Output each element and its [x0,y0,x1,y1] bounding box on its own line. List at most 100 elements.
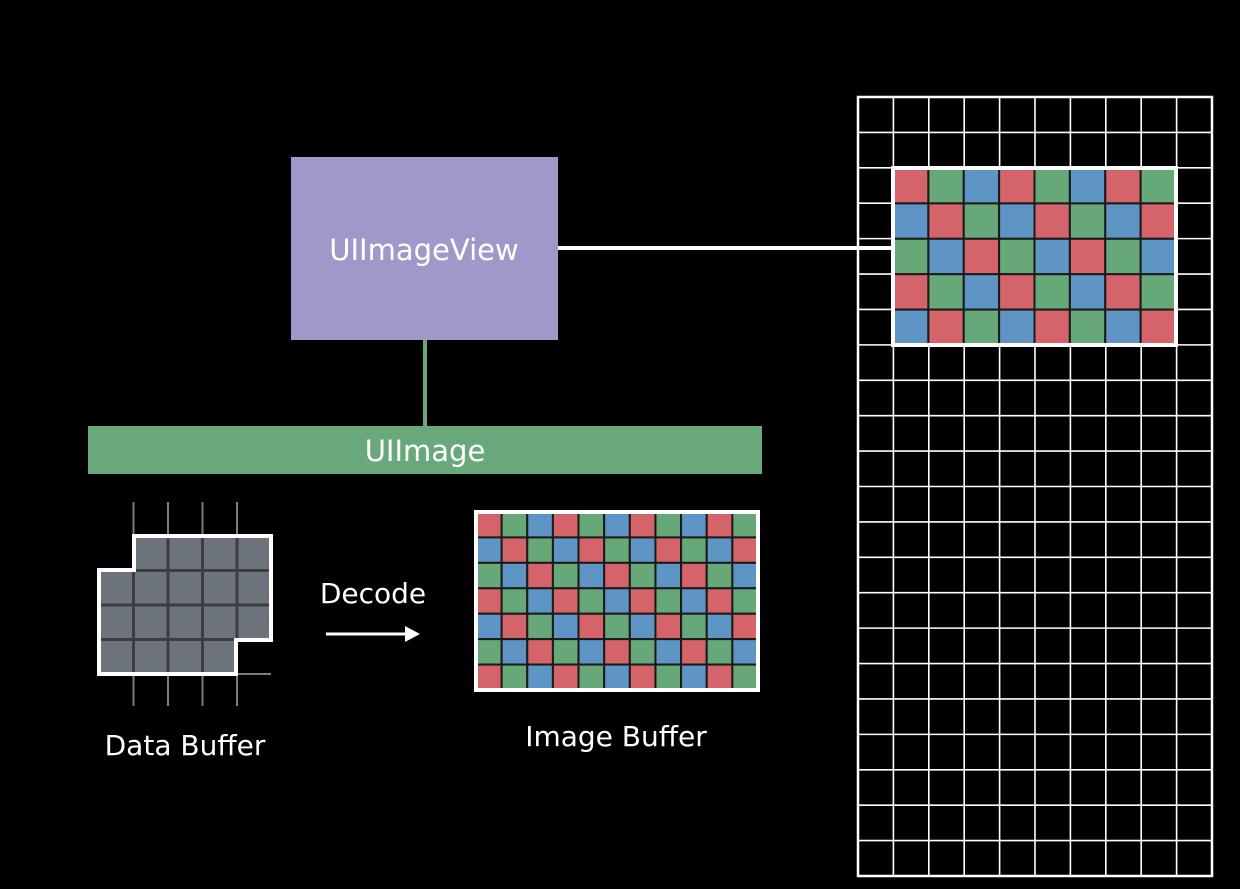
image-buffer-pixel [475,561,503,590]
image-buffer-pixel [551,561,580,590]
frame-buffer-image-pixel [927,273,965,311]
decode-arrow: Decode [320,577,426,642]
frame-buffer-image-pixel [1068,273,1107,311]
frame-buffer-image-pixel [1104,273,1142,311]
image-buffer-pixel [500,511,529,539]
image-buffer-pixel [628,663,657,691]
frame-buffer-border [856,95,1214,878]
image-buffer-pixel [526,561,554,590]
image-buffer-pixel [705,511,734,539]
uiimage-bar [88,426,762,474]
image-buffer-pixel [475,663,503,691]
image-buffer-pixel [603,638,631,666]
frame-buffer-image-pixel [1104,237,1142,276]
image-buffer-pixel [705,536,734,564]
frame-buffer-image-pixel [1139,308,1177,347]
frame-buffer-image-pixel [892,237,930,276]
image-buffer-pixel [628,536,657,564]
frame-buffer-image-pixel [1104,167,1142,205]
image-buffer-pixel [577,561,606,590]
image-buffer-pixel [500,612,529,641]
frame-buffer-image-pixel [927,167,965,205]
image-buffer-pixel [577,663,606,691]
image-buffer-pixel [680,536,708,564]
image-buffer-pixel [526,638,554,666]
frame-buffer-image-pixel [927,237,965,276]
image-buffer-pixel [526,536,554,564]
image-buffer-pixel [731,612,760,641]
frame-buffer-image-pixel [1068,202,1107,240]
image-buffer-pixel [603,511,631,539]
image-buffer-pixel [475,587,503,615]
uiimageview-node: UIImageView [291,157,558,340]
image-buffer-pixel [500,536,529,564]
image-buffer-pixel [680,663,708,691]
data-buffer-label: Data Buffer [105,729,266,762]
image-buffer-pixel [577,638,606,666]
uiimage-node: UIImage [88,426,762,474]
image-buffer-pixel [551,587,580,615]
image-buffer-pixel [654,511,683,539]
image-buffer-pixel [500,663,529,691]
frame-buffer-image-pixel [1068,167,1107,205]
frame-buffer-image-pixel [892,308,930,347]
image-buffer-pixel [577,536,606,564]
image-buffer-pixel [500,561,529,590]
image-buffer-pixel [526,663,554,691]
image-buffer-pixel [654,587,683,615]
image-buffer-pixel [475,612,503,641]
image-buffer-pixel [680,612,708,641]
image-buffer-pixel [731,663,760,691]
image-buffer-pixel [654,536,683,564]
image-buffer-pixel [475,511,503,539]
frame-buffer-image-pixel [1104,202,1142,240]
frame-buffer-image-pixel [962,308,1001,347]
image-buffer-pixel [705,638,734,666]
frame-buffer-image-pixel [962,237,1001,276]
data-buffer [97,502,273,706]
frame-buffer-image-pixel [1033,308,1071,347]
frame-buffer-image-pixel [1139,273,1177,311]
data-buffer-border [97,534,273,676]
frame-buffer-image-pixel [1139,167,1177,205]
image-buffer-pixel [654,663,683,691]
image-buffer-pixel [680,511,708,539]
uiimage-label: UIImage [365,434,486,468]
decode-label: Decode [320,577,426,610]
image-buffer-pixel [628,561,657,590]
image-buffer-pixel [680,561,708,590]
frame-buffer-image-pixel [1033,237,1071,276]
frame-buffer-image [891,166,1178,347]
frame-buffer-image-pixel [1104,308,1142,347]
frame-buffer-image-border [891,166,1178,347]
image-buffer-pixel [603,612,631,641]
frame-buffer-image-pixel [1033,273,1071,311]
frame-buffer-image-pixel [998,167,1036,205]
image-buffer-pixel [705,587,734,615]
image-buffer-pixel [551,511,580,539]
image-buffer-pixel [705,612,734,641]
image-buffer-pixel [551,663,580,691]
image-buffer-pixel [475,536,503,564]
image-buffer-pixel [577,511,606,539]
image-buffer-pixel [628,511,657,539]
image-buffer-pixel [603,663,631,691]
frame-buffer-image-pixel [927,202,965,240]
frame-buffer-image-pixel [892,167,930,205]
image-buffer-pixel [654,561,683,590]
image-buffer-pixel [526,612,554,641]
image-buffer-pixel [731,561,760,590]
frame-buffer-image-pixel [1068,308,1107,347]
uiimageview-box [291,157,558,340]
frame-buffer-image-pixel [998,202,1036,240]
image-buffer-pixel [603,587,631,615]
image-buffer-pixel [654,612,683,641]
frame-buffer-image-pixel [892,202,930,240]
image-buffer-pixel [628,638,657,666]
frame-buffer-image-pixel [1033,167,1071,205]
image-buffer-pixel [526,587,554,615]
image-buffer-pixel [551,612,580,641]
frame-buffer-image-pixel [998,237,1036,276]
image-buffer-pixel [731,511,760,539]
